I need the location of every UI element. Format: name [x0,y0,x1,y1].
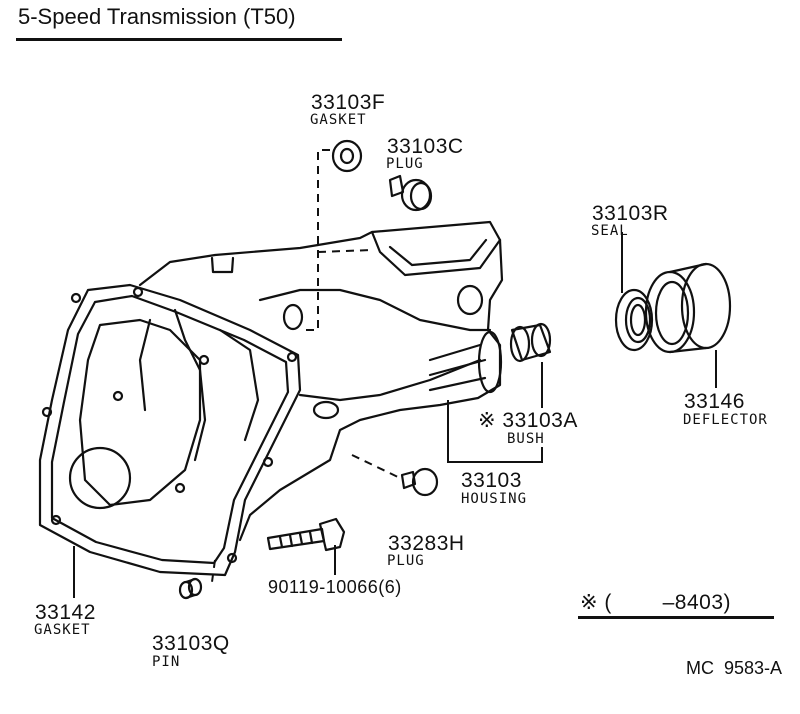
assembly-lines [211,149,401,583]
part-name-bush: BUSH [507,431,545,447]
bush-33103a-part [509,322,552,363]
part-number-33142: 33142 [35,601,96,624]
plug-33283h-part [400,467,439,497]
part-name-gasket-33142: GASKET [34,622,91,638]
part-number-90119: 90119-10066(6) [268,577,402,597]
part-number-33146: 33146 [684,390,745,413]
page-title: 5-Speed Transmission (T50) [18,4,296,29]
seal-33103r-part [614,288,654,352]
part-number-33103a: ※ 33103A [478,409,578,432]
gasket-33103f-part [331,139,363,173]
gasket-33142-part [38,283,302,577]
title-underline [16,38,342,41]
figure-code: MC 9583-A [686,658,783,678]
part-name-deflector: DEFLECTOR [683,412,768,428]
pin-33103q-part [178,577,203,600]
part-number-33103r: 33103R [592,202,669,225]
applicability-note: ※ ( –8403) [580,591,731,614]
part-number-33103c: 33103C [387,135,464,158]
part-number-33103: 33103 [461,469,522,492]
housing-33103-part [138,220,504,542]
part-name-gasket-33103f: GASKET [310,112,367,128]
part-number-33283h: 33283H [388,532,465,555]
part-name-seal: SEAL [591,223,629,239]
part-number-33103q: 33103Q [152,632,230,655]
part-number-33103f: 33103F [311,91,386,114]
bolt-90119-part [266,517,346,552]
part-name-pin: PIN [152,654,181,670]
plug-33103c-part [388,174,433,212]
part-name-housing: HOUSING [461,491,528,507]
part-name-plug-33103c: PLUG [386,156,424,172]
deflector-33146-part [644,262,732,354]
note-underline [578,616,774,619]
part-name-plug-33283h: PLUG [387,553,425,569]
leader-lines [73,232,717,598]
